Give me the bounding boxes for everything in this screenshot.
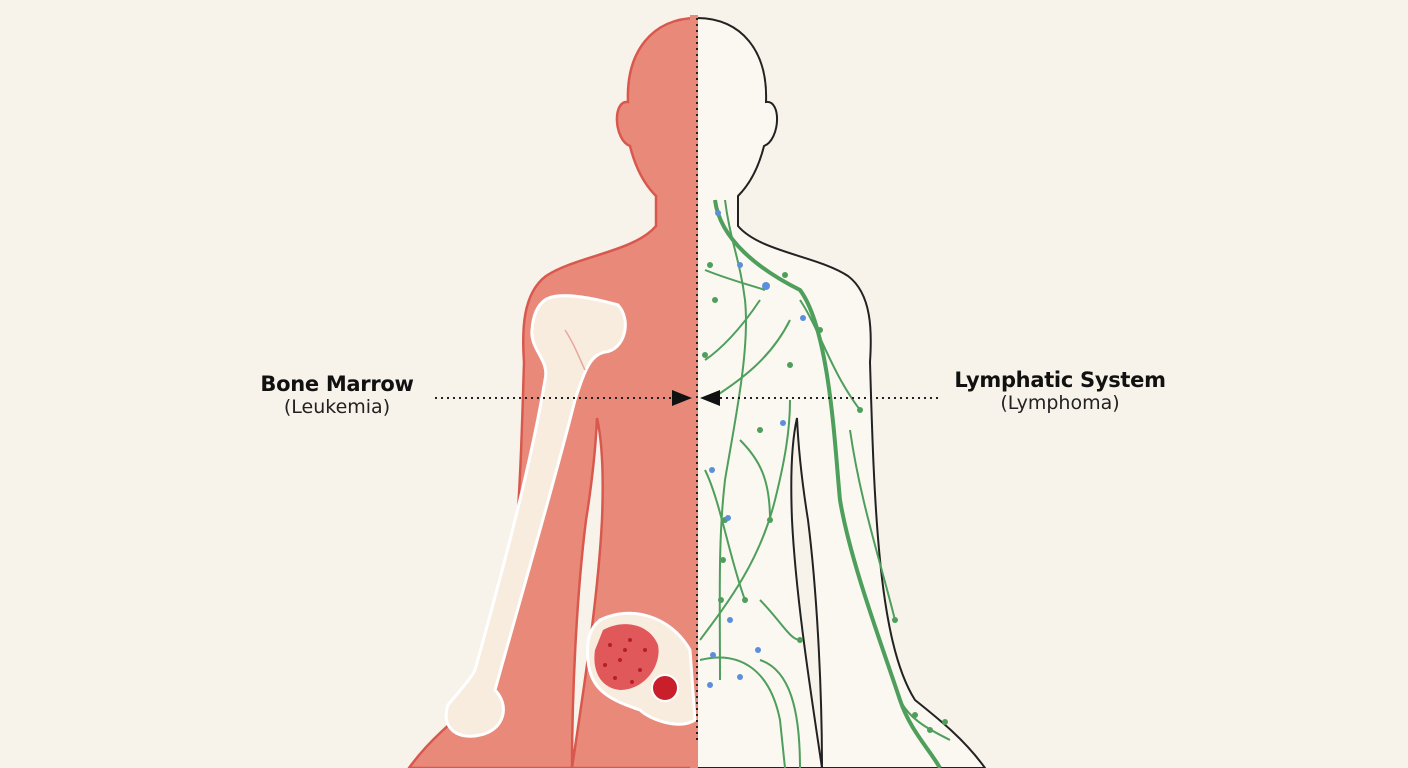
left-fill-seam — [690, 15, 698, 768]
lymphatic-system-title: Lymphatic System — [954, 368, 1166, 392]
leukemia-subtitle: (Leukemia) — [283, 396, 391, 418]
lymphoma-subtitle: (Lymphoma) — [1000, 392, 1120, 414]
lymphatic-network — [699, 199, 951, 768]
hip-socket — [651, 674, 679, 702]
arrowhead-right-icon — [672, 390, 692, 406]
lymphatic-pointer — [700, 390, 940, 406]
pelvis-bone — [586, 611, 697, 726]
lymph-nodes-blue — [707, 210, 806, 688]
bone-marrow-title: Bone Marrow — [260, 372, 414, 396]
lymphatic-system-label: Lymphatic System (Lymphoma) — [940, 368, 1180, 414]
lymph-nodes-green — [702, 262, 948, 733]
humerus-bone — [444, 294, 627, 738]
arrowhead-left-icon — [700, 390, 720, 406]
bone-marrow-pointer — [435, 390, 692, 406]
bone-marrow-label: Bone Marrow (Leukemia) — [232, 372, 442, 418]
